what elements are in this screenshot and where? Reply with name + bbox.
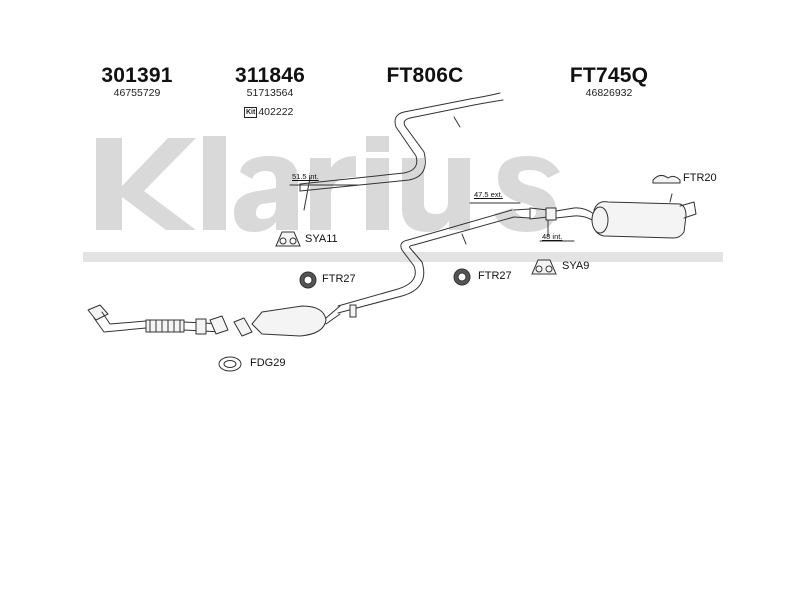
kit-badge: Kit (244, 106, 258, 118)
part-code-301391: 301391 (101, 64, 173, 87)
mounting-rubber-icon-sya9 (531, 259, 557, 275)
dimension-label-2: 47.5 ext. (474, 190, 503, 199)
front-pipe-outline-a (337, 209, 513, 307)
gasket-icon-fdg29 (218, 356, 242, 372)
clamp-icon-ftr27-left (299, 271, 317, 289)
part-code-ft745q: FT745Q (569, 64, 649, 87)
kit-number: 402222 (258, 106, 294, 118)
rear-silencer-body (593, 201, 687, 239)
part-code-311846: 311846 (234, 64, 306, 87)
catalyst-flange (233, 317, 253, 337)
centre-pipe-outline-b (299, 99, 504, 192)
front-pipe-clamp (349, 304, 357, 318)
fitting-label-sya9: SYA9 (562, 260, 590, 272)
dimension-label-3: 48 int. (542, 232, 563, 241)
dimension-label-1: 51.5 int. (292, 172, 319, 181)
oem-number-311846: 51713564 (246, 87, 294, 99)
klarius-watermark (83, 136, 723, 262)
flex-section (145, 319, 185, 333)
front-pipe-outline-b (337, 216, 515, 314)
fitting-label-ftr20: FTR20 (683, 172, 717, 184)
fitting-label-ftr27-right: FTR27 (478, 270, 512, 282)
clamp-icon-ftr20 (652, 174, 681, 184)
silencer-hanger (669, 193, 673, 203)
oem-number-ft745q: 46826932 (585, 87, 633, 99)
clamp-icon-ftr27-right (453, 268, 471, 286)
fitting-label-ftr27-left: FTR27 (322, 273, 356, 285)
centre-pipe-hanger (453, 116, 461, 128)
catalyst-body (251, 305, 327, 337)
fitting-label-fdg29: FDG29 (250, 357, 286, 369)
kit-reference: Kit 402222 (244, 106, 293, 118)
part-code-ft806c: FT806C (386, 64, 464, 87)
centre-pipe-outline-a (299, 92, 501, 185)
mounting-rubber-icon-sya11 (275, 231, 301, 247)
oem-number-301391: 46755729 (113, 87, 161, 99)
centre-pipe-bracket (303, 177, 311, 211)
exhaust-linework (87, 92, 697, 337)
downpipe-flange (87, 304, 109, 321)
fitting-label-sya11: SYA11 (305, 233, 338, 245)
front-pipe-hanger (461, 233, 467, 245)
